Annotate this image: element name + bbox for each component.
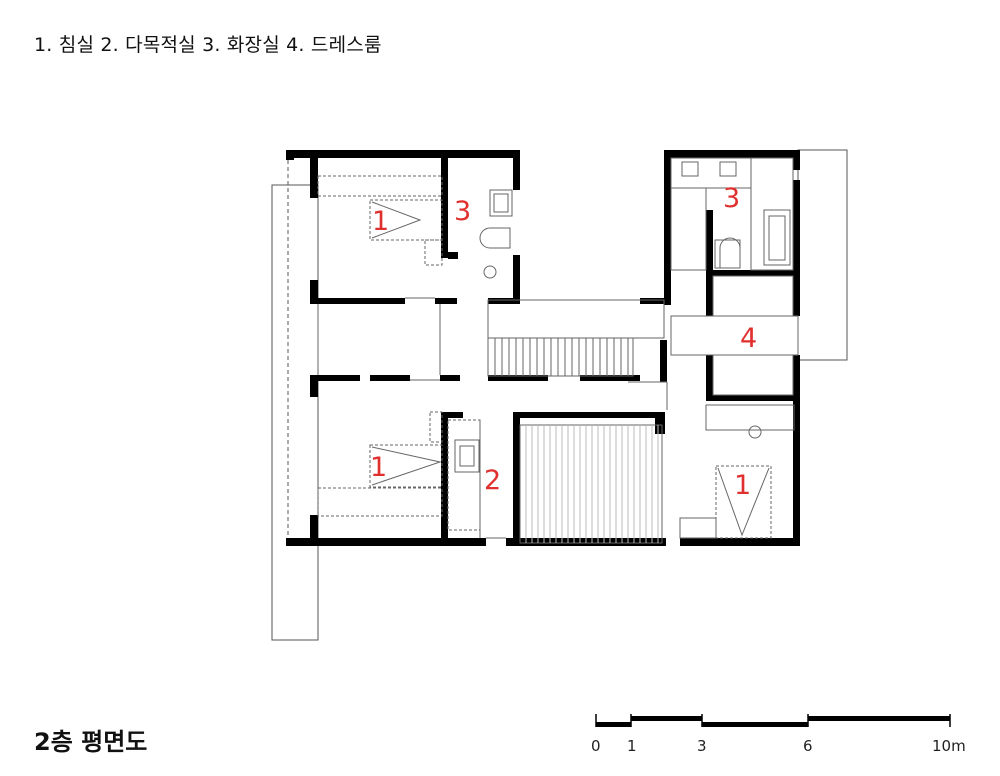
walls: [286, 150, 800, 546]
room-legend: 1. 침실 2. 다목적실 3. 화장실 4. 드레스룸: [34, 34, 382, 56]
room-number-bedroom-bottom-right: 1: [734, 470, 751, 501]
scale-tick-0: 0: [591, 737, 601, 755]
room-number-dressing-room: 4: [740, 323, 757, 354]
page-title: 2층 평면도: [34, 728, 148, 756]
scale-tick-3: 3: [697, 737, 707, 755]
terrace-right: [797, 149, 848, 361]
room-number-bathroom-right: 3: [723, 183, 740, 214]
stair-treads-upper: [494, 338, 629, 376]
scale-bar: 0 1 3 6 10m: [591, 714, 966, 755]
room-numbers: 1 3 1 2 3 4 1: [370, 183, 757, 501]
room-number-bedroom-bottom-left: 1: [370, 452, 387, 483]
scale-tick-1: 1: [627, 737, 637, 755]
room-number-bedroom-top-left: 1: [372, 206, 389, 237]
scale-tick-10m: 10m: [932, 737, 966, 755]
scale-tick-6: 6: [803, 737, 813, 755]
deck-lines: [525, 425, 659, 543]
room-number-bathroom-left: 3: [454, 196, 471, 227]
room-number-multipurpose: 2: [484, 465, 501, 496]
interior-lines: [317, 157, 799, 544]
balcony-left: [271, 184, 319, 641]
